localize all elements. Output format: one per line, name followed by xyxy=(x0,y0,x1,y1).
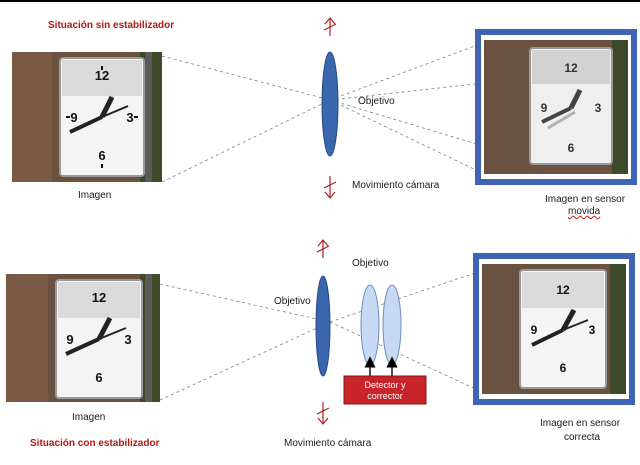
bottom-motion-arrow-down xyxy=(316,402,330,425)
top-title: Situación sin estabilizador xyxy=(48,20,175,31)
top-source-hand-hour xyxy=(99,95,115,119)
bottom-source-num-3: 3 xyxy=(124,332,131,347)
top-source-num-3: 3 xyxy=(126,110,133,125)
stabilizer-lens-1 xyxy=(360,284,380,366)
top-sensor-hand-ghost xyxy=(547,110,576,130)
top-sensor-num-6: 6 xyxy=(568,141,575,155)
bottom-source-num-12: 12 xyxy=(92,290,106,305)
top-source-hand-minute xyxy=(69,115,103,134)
top-motion-arrow-up xyxy=(323,17,337,36)
bottom-lens-label: Objetivo xyxy=(274,296,311,307)
bottom-source-hand-second xyxy=(98,327,127,340)
bottom-sensor-label-line1: Imagen en sensor xyxy=(540,418,621,429)
top-rays xyxy=(161,43,531,183)
bottom-sensor-num-9: 9 xyxy=(531,323,538,337)
top-motion-arrow-down xyxy=(323,176,337,199)
top-source-image: 12 3 6 9 xyxy=(12,52,162,182)
bottom-motion-label: Movimiento cámara xyxy=(284,438,372,449)
top-lens xyxy=(321,51,339,157)
bottom-sensor: 12 3 6 9 xyxy=(473,253,635,405)
bottom-sensor-label-line2: correcta xyxy=(564,432,601,443)
detector-box xyxy=(343,375,427,405)
top-sensor-label-line1: Imagen en sensor xyxy=(545,194,626,205)
bottom-motion-arrow-up xyxy=(316,239,330,258)
detector-label-line1: Detector y xyxy=(364,380,406,390)
bottom-source-num-9: 9 xyxy=(66,332,73,347)
top-source-clock-ticks xyxy=(66,66,138,168)
bottom-sensor-hand-minute xyxy=(531,328,564,347)
bottom-source-num-6: 6 xyxy=(95,370,102,385)
top-sensor: 12 3 6 9 xyxy=(475,29,637,185)
top-sensor-num-3: 3 xyxy=(595,101,602,115)
bottom-title: Situación con estabilizador xyxy=(30,438,160,449)
top-sensor-num-12: 12 xyxy=(564,61,578,75)
top-sensor-hand-hour xyxy=(568,88,583,110)
top-motion-label: Movimiento cámara xyxy=(352,180,440,191)
top-source-num-12: 12 xyxy=(95,68,109,83)
bottom-sensor-num-12: 12 xyxy=(556,283,570,297)
top-sensor-hand-minute xyxy=(541,106,572,124)
bottom-source-hand-minute xyxy=(65,337,100,356)
bottom-sensor-hand-hour xyxy=(560,308,577,332)
top-source-num-9: 9 xyxy=(70,110,77,125)
bottom-source-hand-hour xyxy=(96,316,113,341)
bottom-lens xyxy=(315,275,331,377)
stabilizer-lens-2 xyxy=(382,284,402,366)
bottom-sensor-hand-second xyxy=(562,319,589,331)
detector-label-line2: corrector xyxy=(367,391,403,401)
bottom-source-image: 12 3 6 9 xyxy=(6,274,160,402)
bottom-rays xyxy=(159,271,479,401)
bottom-sensor-num-6: 6 xyxy=(560,361,567,375)
top-source-num-6: 6 xyxy=(98,148,105,163)
top-source-label: Imagen xyxy=(78,190,112,201)
top-lens-label: Objetivo xyxy=(358,96,395,107)
top-source-hand-second xyxy=(101,105,129,118)
top-sensor-label-line2: movida xyxy=(568,206,601,217)
top-border xyxy=(0,0,640,2)
bottom-sensor-num-3: 3 xyxy=(589,323,596,337)
bottom-source-label: Imagen xyxy=(72,412,106,423)
top-sensor-num-9: 9 xyxy=(541,101,548,115)
stabilizer-lens-label: Objetivo xyxy=(352,258,389,269)
